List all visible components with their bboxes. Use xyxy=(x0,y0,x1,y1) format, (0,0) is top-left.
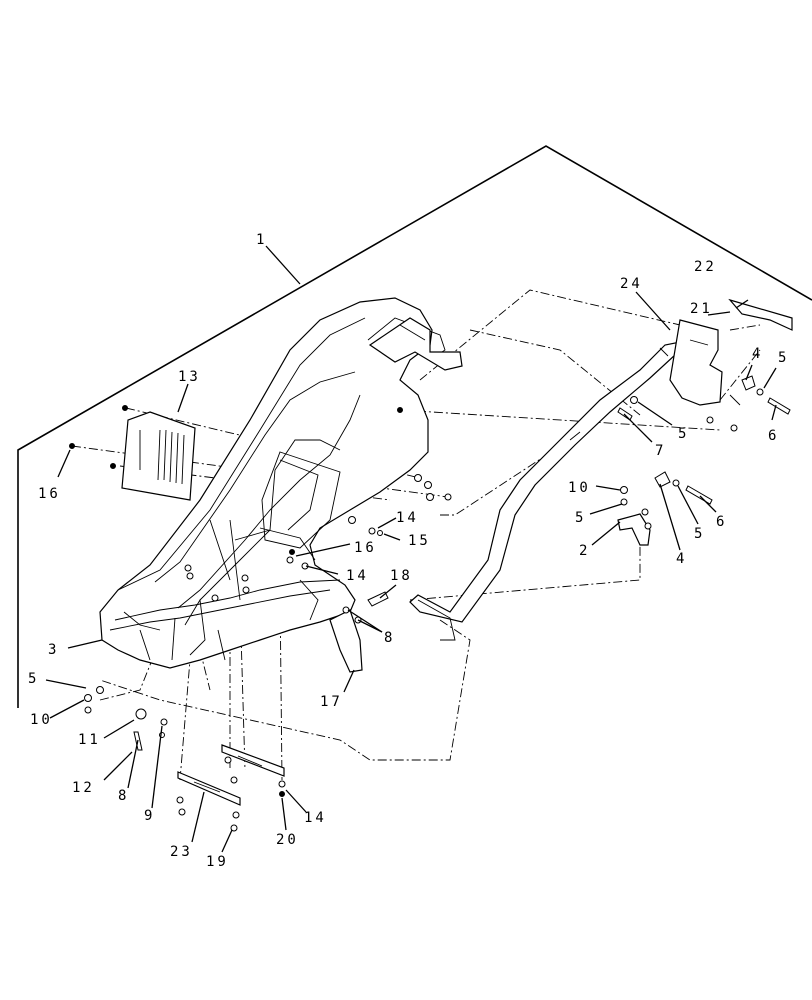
side-plate xyxy=(329,609,363,673)
callout-2: 2 xyxy=(579,543,590,559)
callout-labels: 1 13 16 24 22 21 4 5 6 5 7 10 5 2 4 5 6 … xyxy=(28,232,789,870)
callout-18: 18 xyxy=(390,568,413,584)
step-plate xyxy=(121,411,196,501)
callout-8: 8 xyxy=(384,630,395,646)
callout-10: 10 xyxy=(30,712,53,728)
callout-6: 6 xyxy=(768,428,779,444)
callout-7: 7 xyxy=(655,443,666,459)
fender-housing xyxy=(99,297,463,669)
callout-5: 5 xyxy=(575,510,586,526)
bottom-plates xyxy=(177,744,285,806)
callout-19: 19 xyxy=(206,854,229,870)
callout-17: 17 xyxy=(320,694,343,710)
callout-1: 1 xyxy=(256,232,267,248)
callout-4: 4 xyxy=(752,346,763,362)
callout-24: 24 xyxy=(620,276,643,292)
callout-3: 3 xyxy=(48,642,59,658)
callout-10: 10 xyxy=(568,480,591,496)
callout-9: 9 xyxy=(144,808,155,824)
callout-23: 23 xyxy=(170,844,193,860)
mounting-bracket xyxy=(669,298,793,406)
callout-22: 22 xyxy=(694,259,717,275)
callout-16: 16 xyxy=(354,540,377,556)
callout-14: 14 xyxy=(396,510,419,526)
callout-14: 14 xyxy=(304,810,327,826)
leader-lines xyxy=(45,245,777,853)
assembly-bracket-line xyxy=(17,145,812,708)
callout-4: 4 xyxy=(676,551,687,567)
callout-15: 15 xyxy=(408,533,431,549)
callout-20: 20 xyxy=(276,832,299,848)
callout-12: 12 xyxy=(72,780,95,796)
callout-14: 14 xyxy=(346,568,369,584)
callout-21: 21 xyxy=(690,301,713,317)
callout-8: 8 xyxy=(118,788,129,804)
callout-5: 5 xyxy=(28,671,39,687)
callout-16: 16 xyxy=(38,486,61,502)
small-bracket xyxy=(617,513,651,546)
callout-5: 5 xyxy=(678,426,689,442)
callout-11: 11 xyxy=(78,732,101,748)
callout-13: 13 xyxy=(178,369,201,385)
support-rail xyxy=(409,341,681,641)
callout-5: 5 xyxy=(778,350,789,366)
callout-6: 6 xyxy=(716,514,727,530)
callout-5: 5 xyxy=(694,526,705,542)
